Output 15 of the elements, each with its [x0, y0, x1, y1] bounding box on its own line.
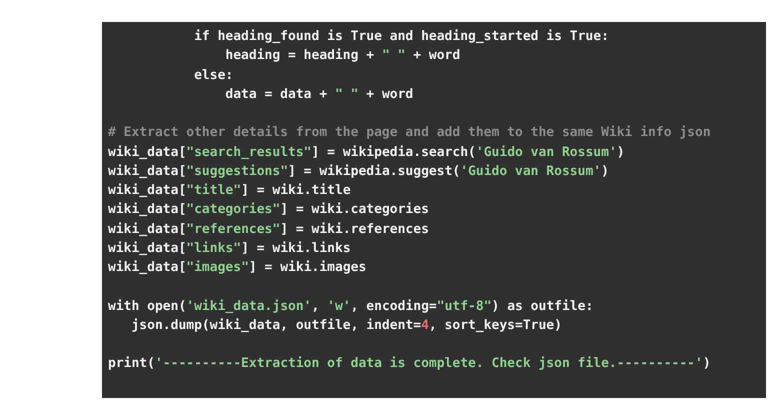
code-line: wiki_data["suggestions"] = wikipedia.suggest('Guido van Rossum')	[108, 162, 609, 180]
code-line: wiki_data["search_results"] = wikipedia.search('Guido van Rossum')	[108, 144, 625, 160]
code-line: print('----------Extraction of data is complete. Check json file.----------')	[108, 355, 711, 372]
code-line: data = data + " " + word	[224, 86, 414, 103]
code-line: wiki_data["title"] = wiki.title	[108, 182, 351, 200]
code-line: else:	[193, 66, 234, 84]
code-line: with open('wiki_data.json', 'w', encoding="utf-8") as outfile:	[108, 298, 594, 315]
code-line: wiki_data["categories"] = wiki.categories	[108, 201, 429, 218]
code-comment: # Extract other details from the page and add them to the same Wiki info json	[108, 124, 711, 142]
code-line: wiki_data["references"] = wiki.references	[108, 220, 429, 238]
code-line: wiki_data["links"] = wiki.links	[108, 240, 351, 257]
code-line: heading = heading + " " + word	[224, 47, 460, 64]
code-line: if heading_found is True and heading_started is True:	[193, 28, 609, 45]
code-line: json.dump(wiki_data, outfile, indent=4, sort_keys=True)	[130, 316, 562, 334]
code-line: wiki_data["images"] = wiki.images	[108, 259, 366, 276]
